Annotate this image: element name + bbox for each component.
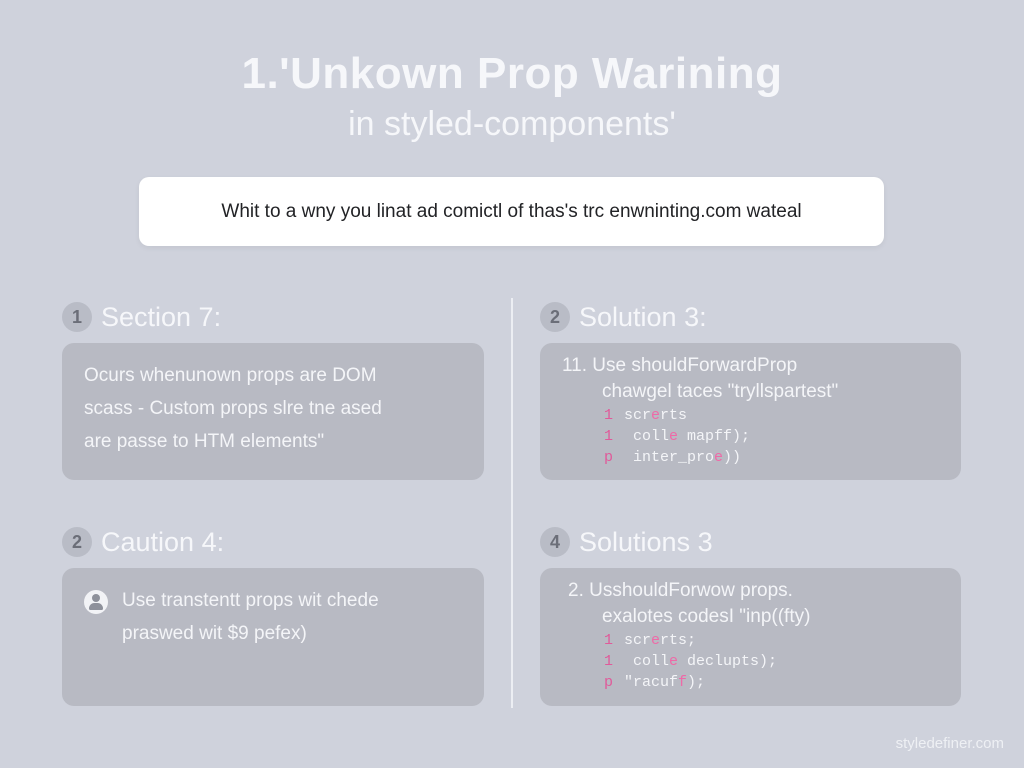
page-header: 1.'Unkown Prop Warining in styled-compon… xyxy=(0,48,1024,146)
page-subtitle: in styled-components' xyxy=(348,105,676,143)
section-1-title: Section 7: xyxy=(101,301,222,332)
code-line: 1 colle mapff); xyxy=(604,428,751,445)
section-1-line: are passe to HTM elements" xyxy=(84,431,325,452)
column-divider xyxy=(511,298,513,708)
section-2-header: 2 Solution 3: xyxy=(540,297,707,337)
code-line: p"racuff); xyxy=(604,674,706,691)
section-3-title: Caution 4: xyxy=(101,526,225,557)
section-3-line: Use transtentt props wit chede xyxy=(122,590,379,611)
section-2-title: Solution 3: xyxy=(579,301,707,332)
user-avatar-icon xyxy=(84,590,108,614)
section-1-line: scass - Custom props slre tne ased xyxy=(84,398,382,419)
section-3-number-badge: 2 xyxy=(62,527,92,557)
section-4-title: Solutions 3 xyxy=(579,526,713,557)
section-1-line: Ocurs whenunown props are DOM xyxy=(84,365,377,386)
section-4-number-badge: 4 xyxy=(540,527,570,557)
section-4-heading: 2. UsshouldForwow props. xyxy=(568,580,793,601)
section-3-header: 2 Caution 4: xyxy=(62,522,224,562)
intro-banner: Whit to a wny you linat ad comictl of th… xyxy=(139,177,884,246)
section-4-subheading: exalotes codesI "inp((fty) xyxy=(602,606,811,627)
code-line: 1 colle declupts); xyxy=(604,653,778,670)
code-line: p inter_proe)) xyxy=(604,449,742,466)
section-1-header: 1 Section 7: xyxy=(62,297,221,337)
section-2-number-badge: 2 xyxy=(540,302,570,332)
page-title: 1.'Unkown Prop Warining xyxy=(241,49,783,98)
section-1-number-badge: 1 xyxy=(62,302,92,332)
intro-banner-text: Whit to a wny you linat ad comictl of th… xyxy=(221,200,802,222)
section-3-line: praswed wit $9 pefex) xyxy=(122,623,307,644)
section-2-card: 11. Use shouldForwardProp chawgel taces … xyxy=(540,343,961,480)
section-2-subheading: chawgel taces "tryllspartest" xyxy=(602,381,839,402)
section-4-header: 4 Solutions 3 xyxy=(540,522,713,562)
section-4-card: 2. UsshouldForwow props. exalotes codesI… xyxy=(540,568,961,706)
footer-watermark: styledefiner.com xyxy=(895,735,1004,752)
section-1-card: Ocurs whenunown props are DOM scass - Cu… xyxy=(62,343,484,480)
section-3-card: Use transtentt props wit chede praswed w… xyxy=(62,568,484,706)
section-2-heading: 11. Use shouldForwardProp xyxy=(562,355,798,376)
